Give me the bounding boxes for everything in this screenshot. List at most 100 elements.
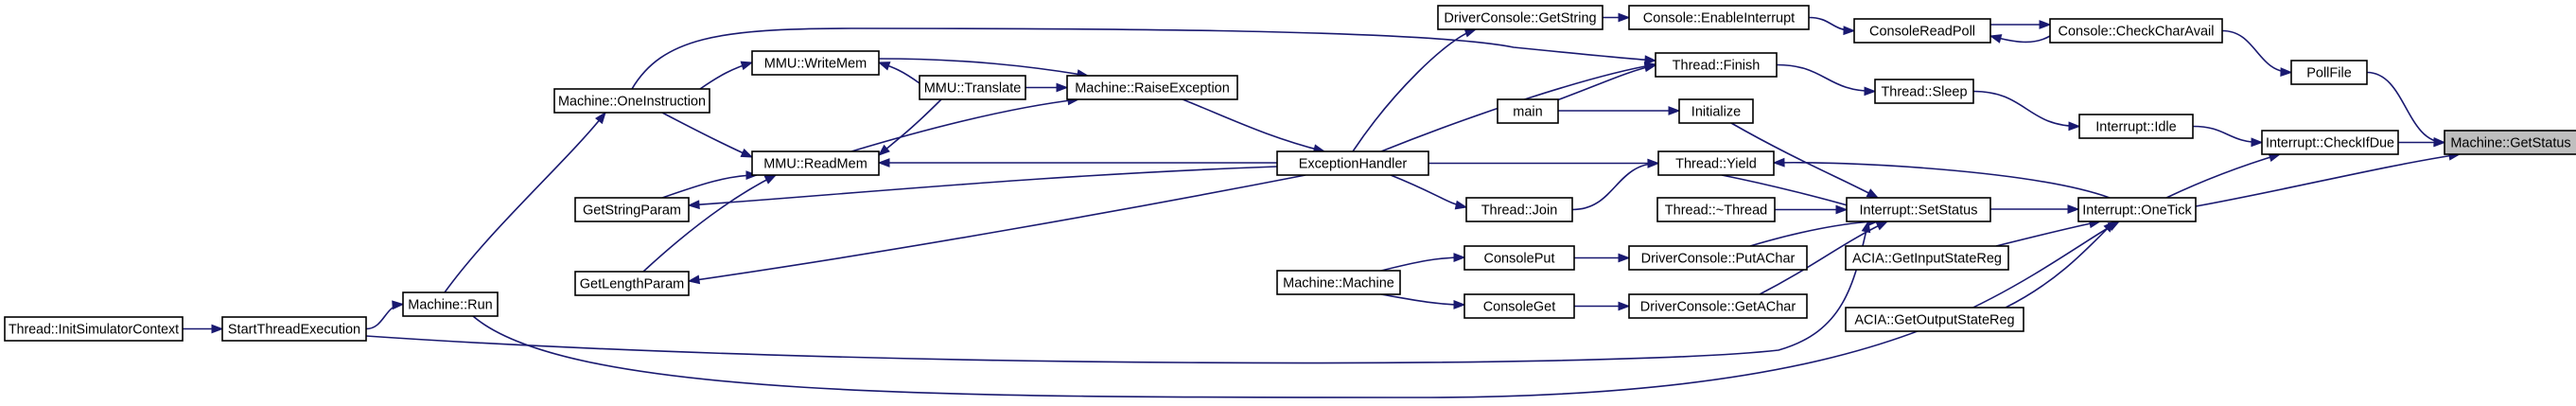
node-thread-join[interactable]: Thread::Join xyxy=(1465,197,1573,222)
edge-DcGetAChar-to-SetStatus xyxy=(1759,221,1888,295)
node-start-thread-execution[interactable]: StartThreadExecution xyxy=(221,316,367,342)
node-dc-get-achar[interactable]: DriverConsole::GetAChar xyxy=(1628,293,1808,319)
node-label: ExceptionHandler xyxy=(1299,157,1408,172)
edge-PollFile-to-GetStatus xyxy=(2366,71,2445,144)
node-get-length-param[interactable]: GetLengthParam xyxy=(574,271,690,296)
node-box xyxy=(402,291,499,317)
node-translate[interactable]: MMU::Translate xyxy=(919,75,1026,100)
arrowhead-DcGetAChar-to-SetStatus xyxy=(1875,221,1889,231)
node-dc-get-string[interactable]: DriverConsole::GetString xyxy=(1437,5,1603,30)
arrowhead-Idle-to-CheckIfDue xyxy=(2251,137,2264,148)
arrowhead-ExceptionHandler-to-ThreadFinish xyxy=(1643,62,1657,71)
node-set-status[interactable]: Interrupt::SetStatus xyxy=(1846,197,1991,222)
node-console-put[interactable]: ConsolePut xyxy=(1463,245,1575,271)
node-console-get[interactable]: ConsoleGet xyxy=(1463,293,1575,319)
node-poll-file[interactable]: PollFile xyxy=(2290,60,2368,85)
node-machine-run[interactable]: Machine::Run xyxy=(402,291,499,317)
edge-MachineRun-to-OneInstruction xyxy=(444,112,606,293)
node-enable-interrupt[interactable]: Console::EnableInterrupt xyxy=(1628,5,1810,30)
node-check-char-avail[interactable]: Console::CheckCharAvail xyxy=(2049,18,2223,44)
nodes-layer: Machine::GetStatusInterrupt::CheckIfDueI… xyxy=(4,5,2576,342)
edge-OneInstruction-to-ThreadFinish xyxy=(631,27,1656,90)
edge-WriteMem-to-RaiseException xyxy=(878,58,1089,77)
node-get-string-param[interactable]: GetStringParam xyxy=(574,197,690,222)
node-idle[interactable]: Interrupt::Idle xyxy=(2078,114,2194,139)
edge-OneTick-to-ThreadYield xyxy=(1773,161,2111,199)
node-box xyxy=(1628,5,1810,30)
node-label: Interrupt::CheckIfDue xyxy=(2266,136,2394,151)
node-label: DriverConsole::GetString xyxy=(1444,11,1596,26)
arrowhead-ConsoleReadPoll-to-CheckCharAvail xyxy=(2039,20,2052,29)
node-acia-get-output[interactable]: ACIA::GetOutputStateReg xyxy=(1845,307,2024,332)
node-dc-put-achar[interactable]: DriverConsole::PutAChar xyxy=(1628,245,1808,271)
edge-GetLengthParam-to-ReadMem xyxy=(642,174,777,273)
node-raise-exception[interactable]: Machine::RaiseException xyxy=(1066,75,1238,100)
arrowhead-ExceptionHandler-to-GetStringParam xyxy=(687,200,700,210)
node-box xyxy=(1655,52,1778,78)
edge-OneTick-to-GetStatus xyxy=(2195,153,2461,207)
node-one-instruction[interactable]: Machine::OneInstruction xyxy=(553,88,710,114)
edge-MachineCtor-to-ConsoleGet xyxy=(1380,293,1465,306)
node-box xyxy=(1628,293,1808,319)
arrowhead-MachineCtor-to-ConsolePut xyxy=(1453,253,1466,262)
node-box xyxy=(1463,293,1575,319)
arrowhead-GetLengthParam-to-ReadMem xyxy=(763,174,778,185)
node-exception-handler[interactable]: ExceptionHandler xyxy=(1276,150,1429,176)
node-box xyxy=(1276,270,1401,295)
node-thread-finish[interactable]: Thread::Finish xyxy=(1655,52,1778,78)
node-box xyxy=(751,50,880,76)
arrowhead-Translate-to-ReadMem xyxy=(877,144,890,156)
node-box xyxy=(1066,75,1238,100)
node-label: MMU::Translate xyxy=(924,81,1022,97)
arrowhead-ConsoleGet-to-DcGetAChar xyxy=(1618,301,1631,311)
node-read-mem[interactable]: MMU::ReadMem xyxy=(751,150,880,176)
node-label: StartThreadExecution xyxy=(228,323,360,338)
node-box xyxy=(919,75,1026,100)
arrowhead-AciaGetOutput-to-OneTick xyxy=(2103,220,2115,233)
node-label: Thread::Sleep xyxy=(1881,85,1967,100)
edge-ExceptionHandler-to-ThreadJoin xyxy=(1390,174,1467,208)
arrowhead-StartThreadExecution-to-MachineRun xyxy=(392,300,405,310)
node-thread-dtor[interactable]: Thread::~Thread xyxy=(1656,197,1776,222)
edges-layer xyxy=(183,12,2462,398)
node-label: ACIA::GetOutputStateReg xyxy=(1854,313,2014,328)
node-acia-get-input[interactable]: ACIA::GetInputStateReg xyxy=(1845,245,2009,271)
node-label: Machine::Run xyxy=(408,298,492,313)
node-label: Thread::InitSimulatorContext xyxy=(9,323,179,338)
arrowhead-ThreadJoin-to-ThreadYield xyxy=(1647,158,1660,168)
node-label: ConsoleReadPoll xyxy=(1869,25,1975,40)
edge-DcPutAChar-to-SetStatus xyxy=(1749,221,1879,247)
node-label: DriverConsole::GetAChar xyxy=(1640,300,1796,315)
arrowhead-ThreadDtor-to-SetStatus xyxy=(1835,204,1849,215)
arrowhead-PollFile-to-GetStatus xyxy=(2433,137,2446,147)
node-get-status[interactable]: Machine::GetStatus xyxy=(2444,130,2576,155)
node-thread-sleep[interactable]: Thread::Sleep xyxy=(1874,79,1974,104)
node-console-read-poll[interactable]: ConsoleReadPoll xyxy=(1853,18,1991,44)
node-label: Interrupt::Idle xyxy=(2095,120,2176,135)
node-thread-yield[interactable]: Thread::Yield xyxy=(1657,150,1775,176)
node-initialize[interactable]: Initialize xyxy=(1678,98,1754,124)
node-label: Initialize xyxy=(1691,105,1741,120)
node-one-tick[interactable]: Interrupt::OneTick xyxy=(2077,197,2197,222)
arrowhead-OneTick-to-ThreadYield xyxy=(1772,157,1785,168)
node-label: MMU::WriteMem xyxy=(764,57,867,72)
node-main[interactable]: main xyxy=(1497,98,1559,124)
node-box xyxy=(1276,150,1429,176)
node-label: Interrupt::OneTick xyxy=(2082,203,2192,219)
node-label: Machine::GetStatus xyxy=(2450,136,2570,151)
node-box xyxy=(1437,5,1603,30)
node-init-simulator-context[interactable]: Thread::InitSimulatorContext xyxy=(4,316,184,342)
arrowhead-ExceptionHandler-to-ReadMem xyxy=(877,158,890,168)
node-machine-ctor[interactable]: Machine::Machine xyxy=(1276,270,1401,295)
edge-MachineCtor-to-ConsolePut xyxy=(1380,256,1465,272)
node-check-if-due[interactable]: Interrupt::CheckIfDue xyxy=(2261,130,2399,155)
node-box xyxy=(1497,98,1559,124)
arrowhead-Translate-to-RaiseException xyxy=(1056,82,1069,93)
node-write-mem[interactable]: MMU::WriteMem xyxy=(751,50,880,76)
node-box xyxy=(1845,245,2009,271)
node-box xyxy=(1463,245,1575,271)
edge-MachineRun-to-OneTick xyxy=(472,221,2120,398)
edge-ExceptionHandler-to-DcGetString xyxy=(1352,28,1477,152)
node-box xyxy=(1656,197,1776,222)
arrowhead-ThreadSleep-to-Idle xyxy=(2068,121,2081,132)
